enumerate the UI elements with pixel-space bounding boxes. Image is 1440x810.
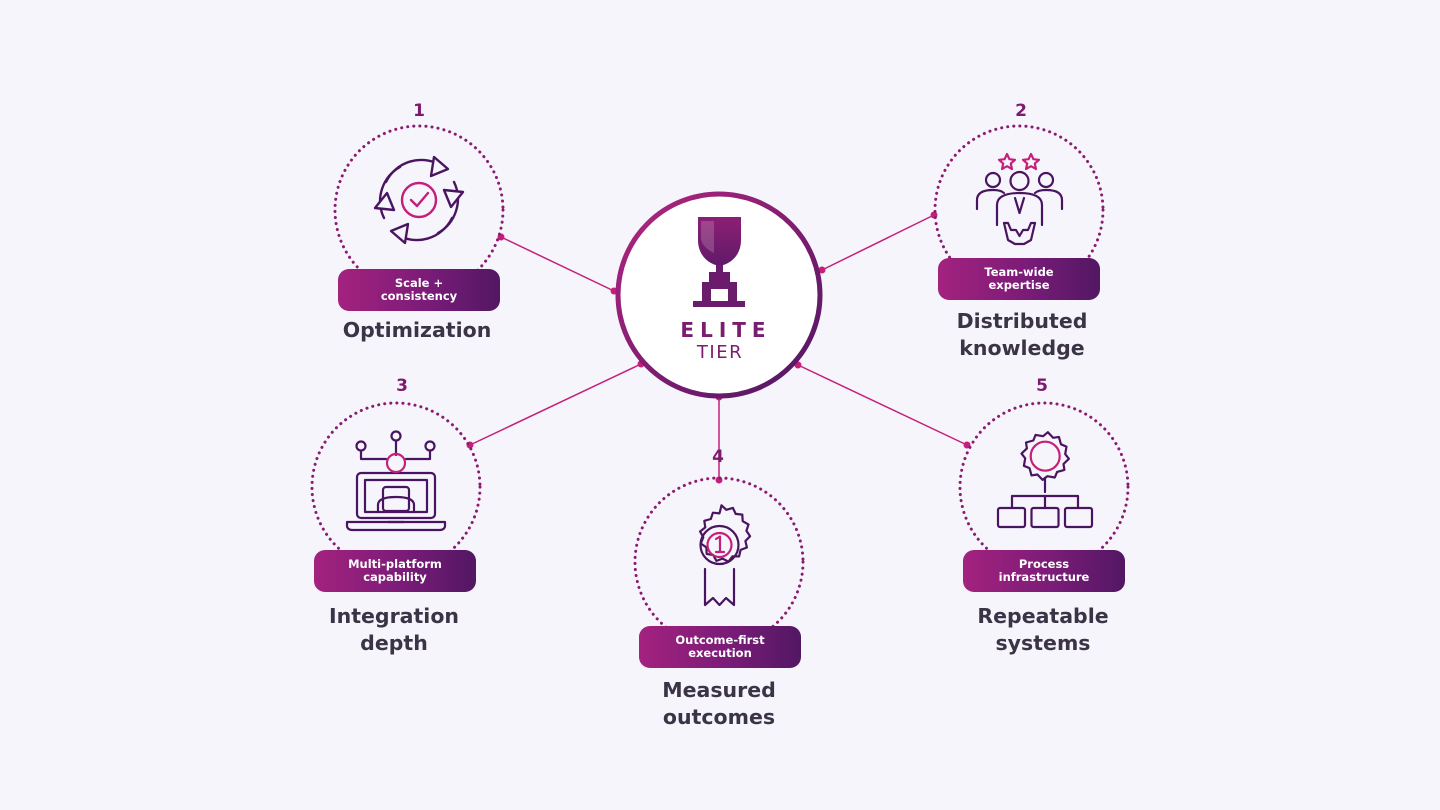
node-2-pill-line1: Team-wide (984, 265, 1054, 279)
node-4-title: Measured outcomes (599, 677, 839, 731)
node-2-title-line1: Distributed (956, 309, 1088, 333)
connector-2 (821, 214, 935, 271)
connector-1 (500, 236, 615, 292)
center-label-elite: ELITE (680, 318, 772, 342)
node-3-title: Integration depth (274, 603, 514, 657)
center-ring (615, 191, 823, 399)
trophy-icon (693, 217, 745, 307)
node-1-pill-line1: Scale + (394, 276, 444, 290)
node-2-title: Distributed knowledge (902, 308, 1142, 362)
connector-3 (469, 363, 642, 446)
node-5-title-line1: Repeatable (977, 604, 1109, 628)
gear-medal-icon (699, 504, 752, 607)
node-4-number: 4 (712, 447, 724, 467)
node-5-title: Repeatable systems (923, 603, 1163, 657)
node-4-pill-line2: execution (688, 646, 752, 660)
node-ring-3 (310, 401, 482, 573)
refresh-check-icon (373, 155, 465, 245)
node-2-title-line2: knowledge (959, 336, 1085, 360)
node-3-pill-line2: capability (363, 570, 427, 584)
node-4-title-line2: outcomes (662, 705, 776, 729)
node-1-pill-line2: consistency (380, 289, 458, 303)
node-4-title-line1: Measured (662, 678, 776, 702)
node-3-title-line1: Integration (328, 604, 460, 628)
connector-5 (797, 364, 968, 446)
center-label-tier: TIER (696, 342, 744, 363)
node-ring-1 (333, 124, 505, 296)
node-5-pill-line1: Process (1018, 557, 1070, 571)
node-2-number: 2 (1015, 101, 1027, 121)
node-2-pill-line2: expertise (988, 278, 1050, 292)
node-3-number: 3 (396, 376, 408, 396)
node-5-title-line2: systems (995, 631, 1091, 655)
node-rings (310, 124, 1130, 648)
node-3-title-line2: depth (360, 631, 428, 655)
node-ring-4 (633, 476, 805, 648)
node-5-number: 5 (1036, 376, 1048, 396)
node-1-pill: Scale +consistency (338, 269, 500, 311)
node-1-number: 1 (413, 101, 425, 121)
node-1-title-line1: Optimization (342, 318, 492, 342)
node-5-pill-line2: infrastructure (998, 570, 1090, 584)
node-1-title: Optimization (297, 317, 537, 344)
node-3-pill-line1: Multi-platform (348, 557, 442, 571)
gear-hierarchy-icon (996, 431, 1094, 529)
node-ring-5 (958, 401, 1130, 573)
laptop-network-icon (345, 430, 447, 532)
node-4-pill-line1: Outcome-first (675, 633, 765, 647)
team-stars-icon (975, 152, 1064, 246)
node-ring-2 (933, 124, 1105, 296)
connectors (469, 214, 968, 480)
